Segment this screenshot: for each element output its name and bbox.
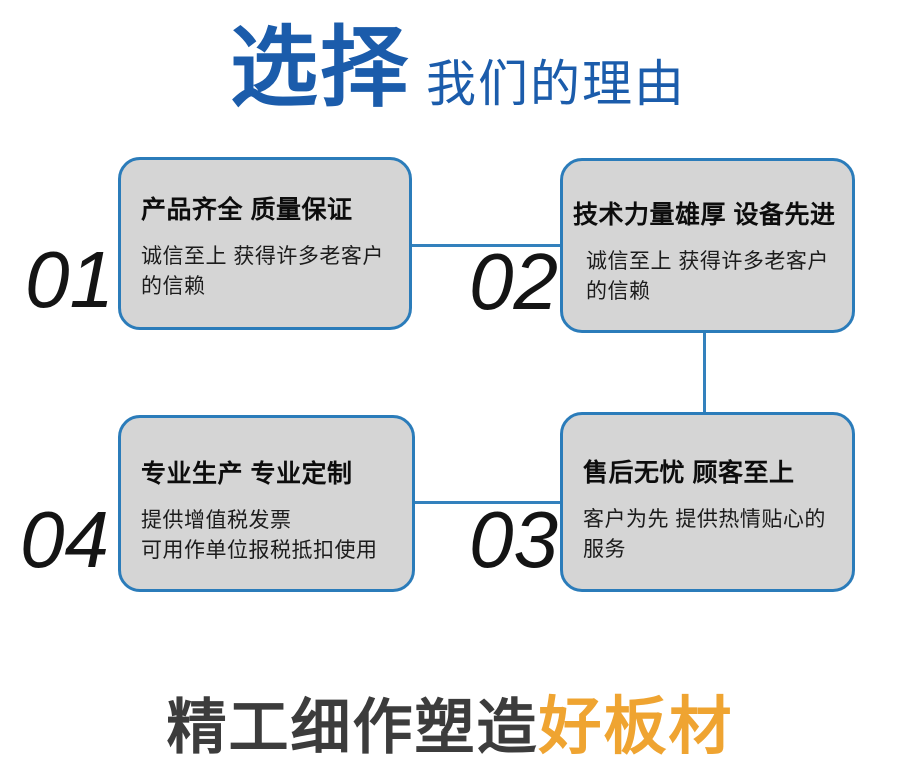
connector-card1-card2 bbox=[412, 244, 560, 247]
connector-card4-card3 bbox=[415, 501, 560, 504]
reason-card-03-description: 客户为先 提供热情贴心的 服务 bbox=[583, 508, 826, 561]
page-title-rest: 我们的理由 bbox=[426, 56, 687, 112]
reason-card-01-title: 产品齐全 质量保证 bbox=[141, 196, 353, 224]
page-title: 选择 我们的理由 bbox=[230, 24, 686, 112]
step-number-02: 02 bbox=[469, 237, 558, 326]
reason-card-03-title: 售后无忧 顾客至上 bbox=[583, 459, 795, 487]
reason-card-03: 售后无忧 顾客至上 客户为先 提供热情贴心的 服务 bbox=[560, 412, 855, 592]
reason-card-02-title: 技术力量雄厚 设备先进 bbox=[573, 201, 836, 229]
step-number-01: 01 bbox=[25, 235, 114, 324]
reason-card-01-description: 诚信至上 获得许多老客户 的信赖 bbox=[141, 245, 384, 298]
step-number-03: 03 bbox=[469, 495, 558, 584]
connector-card2-card3 bbox=[703, 333, 706, 412]
step-number-04: 04 bbox=[20, 495, 109, 584]
reason-card-04-description: 提供增值税发票 可用作单位报税抵扣使用 bbox=[141, 509, 378, 562]
tagline-prefix: 精工细作塑造 bbox=[166, 694, 539, 757]
reason-card-02-description: 诚信至上 获得许多老客户 的信赖 bbox=[586, 250, 829, 303]
reason-card-02: 技术力量雄厚 设备先进 诚信至上 获得许多老客户 的信赖 bbox=[560, 158, 855, 333]
reason-card-04: 专业生产 专业定制 提供增值税发票 可用作单位报税抵扣使用 bbox=[118, 415, 415, 592]
reason-card-04-title: 专业生产 专业定制 bbox=[141, 460, 353, 488]
bottom-tagline: 精工细作塑造好板材 bbox=[0, 676, 900, 757]
tagline-highlight: 好板材 bbox=[538, 692, 734, 757]
reason-card-01: 产品齐全 质量保证 诚信至上 获得许多老客户 的信赖 bbox=[118, 157, 412, 330]
page-title-emphasis: 选择 bbox=[230, 18, 411, 117]
